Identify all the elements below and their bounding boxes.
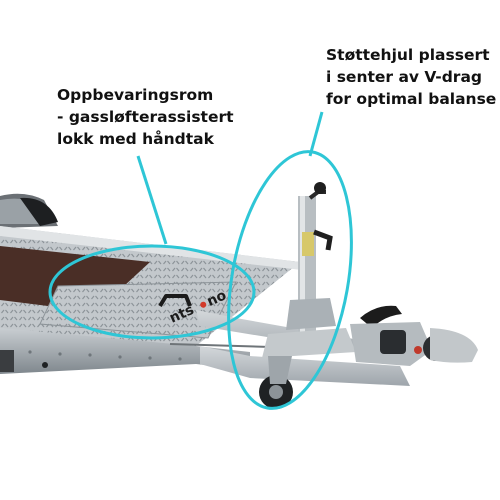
jockey-clamp: [313, 229, 333, 251]
storage-caption-line-1: Oppbevaringsrom: [57, 86, 214, 104]
storage-caption-line-2: - gassløfterassistert: [57, 108, 234, 126]
handbrake-lever: [360, 305, 402, 328]
side-rail: [0, 328, 250, 374]
coupling-head: [430, 328, 478, 363]
jockey-caption-line-3: for optimal balanse: [326, 90, 497, 108]
storage-compartment-caption: Oppbevaringsrom - gassløfterassistert lo…: [57, 84, 234, 150]
drawbar-plate: [262, 328, 356, 358]
jockey-caption-line-2: i senter av V-drag: [326, 68, 482, 86]
v-drawbar-lower: [200, 346, 410, 386]
jockey-leader-line: [308, 111, 324, 157]
lid-handle: [158, 294, 192, 308]
storage-callout-ellipse: [48, 244, 256, 340]
storage-caption-line-3: lokk med håndtak: [57, 130, 214, 148]
jockey-wheel-caption: Støttehjul plassert i senter av V-drag f…: [326, 44, 496, 110]
jockey-caption-line-1: Støttehjul plassert: [326, 46, 490, 64]
decal-suffix: no: [205, 287, 230, 310]
tire-left: [20, 197, 58, 226]
storage-leader-line: [136, 155, 168, 245]
